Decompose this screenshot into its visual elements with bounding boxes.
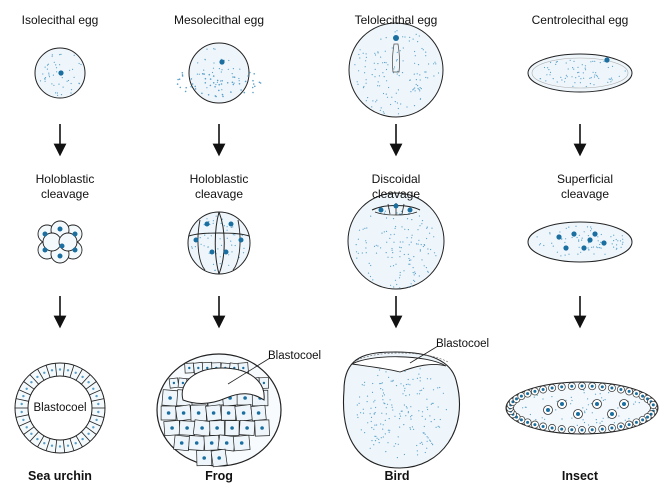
arrows [53, 124, 587, 329]
cleavage-label: Holoblastic cleavage [35, 172, 95, 201]
egg-type-label: Centrolecithal egg [531, 13, 629, 27]
cleavage-label: Holoblastic cleavage [189, 172, 249, 201]
egg-type-label: Mesolecithal egg [173, 13, 265, 27]
organism-label: Insect [561, 469, 599, 483]
blastocoel-label: Blastocoel [436, 338, 490, 350]
egg-type-label: Telolecithal egg [354, 13, 438, 27]
nucleus [219, 59, 225, 65]
mesolecithal-egg [176, 42, 262, 104]
cleavage-label: Discoidal cleavage [371, 172, 421, 201]
nucleus [604, 57, 610, 63]
blastocoel-label: Blastocoel [33, 402, 87, 414]
insect-cleavage [527, 221, 633, 263]
sea-urchin-blastula [14, 362, 106, 454]
organism-label: Bird [384, 469, 410, 483]
insect-blastula [505, 381, 659, 435]
nucleus [58, 70, 64, 76]
telolecithal-egg [348, 22, 444, 118]
nucleus [393, 35, 399, 41]
sea-urchin-cleavage [37, 220, 83, 264]
centrolecithal-egg [527, 53, 633, 93]
blastocoel-label: Blastocoel [268, 350, 322, 362]
isolecithal-egg [34, 47, 86, 99]
egg-type-label: Isolecithal egg [21, 13, 99, 27]
bird-blastula [342, 345, 461, 469]
organism-label: Sea urchin [28, 469, 92, 483]
frog-cleavage [187, 211, 251, 275]
frog-blastula [156, 353, 282, 468]
bird-cleavage [347, 192, 445, 290]
cleavage-label: Superficial cleavage [556, 172, 614, 201]
organism-label: Frog [205, 469, 233, 483]
